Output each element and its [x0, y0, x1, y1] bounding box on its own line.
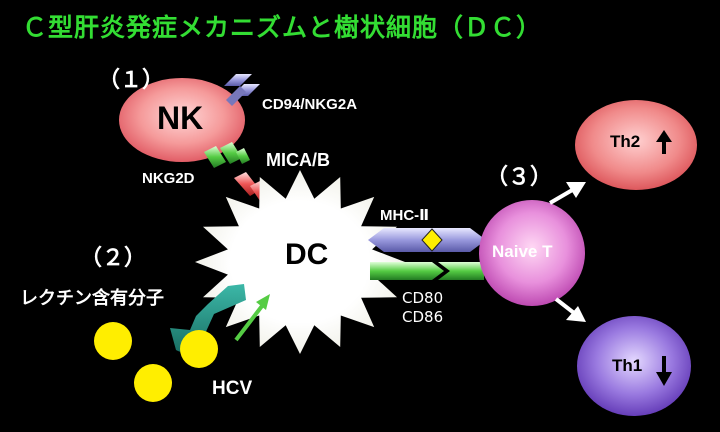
nkg2d-label: NKG2D	[142, 170, 195, 187]
cd80-label: CD80	[402, 289, 444, 307]
nk-cell	[119, 78, 245, 162]
costim-complex	[370, 262, 484, 280]
hcv-to-dc-arrow	[234, 294, 270, 342]
nk-label: NK	[157, 100, 204, 136]
mhc-complex	[368, 228, 486, 252]
mica-label: MICA/B	[266, 150, 330, 170]
th2-cell	[575, 100, 697, 190]
step-3-label: （３）	[486, 165, 553, 190]
hcv-particle	[134, 364, 172, 402]
dc-label: DC	[285, 238, 329, 271]
th1-label: Th1	[612, 356, 643, 375]
dc-cell	[195, 170, 405, 354]
arrow-to-th1	[554, 297, 586, 322]
hcv-particle	[94, 322, 132, 360]
cd94-receptor	[224, 74, 260, 106]
cd86-label: CD86	[402, 308, 444, 326]
lectin-label: レクチン含有分子	[20, 288, 164, 308]
diagram-title: Ｃ型肝炎発症メカニズムと樹状細胞（ＤＣ）	[22, 13, 543, 42]
naive-t-label: Naive T	[492, 242, 553, 261]
hcv-label: HCV	[212, 378, 253, 399]
cd94-label: CD94/NKG2A	[262, 96, 358, 113]
mhc-label: MHC-Ⅱ	[380, 207, 430, 224]
step-2-label: （２）	[80, 246, 147, 271]
step-1-label: （１）	[98, 68, 165, 93]
arrow-down-icon	[656, 356, 672, 386]
th1-cell	[577, 316, 691, 416]
arrow-up-icon	[656, 130, 672, 154]
arrow-to-th2	[548, 182, 586, 205]
hcv-particle	[180, 330, 218, 368]
th2-label: Th2	[610, 132, 641, 151]
nkg2d-receptor	[204, 142, 250, 168]
naive-t-cell	[479, 200, 585, 306]
antigen-peptide	[421, 228, 443, 252]
